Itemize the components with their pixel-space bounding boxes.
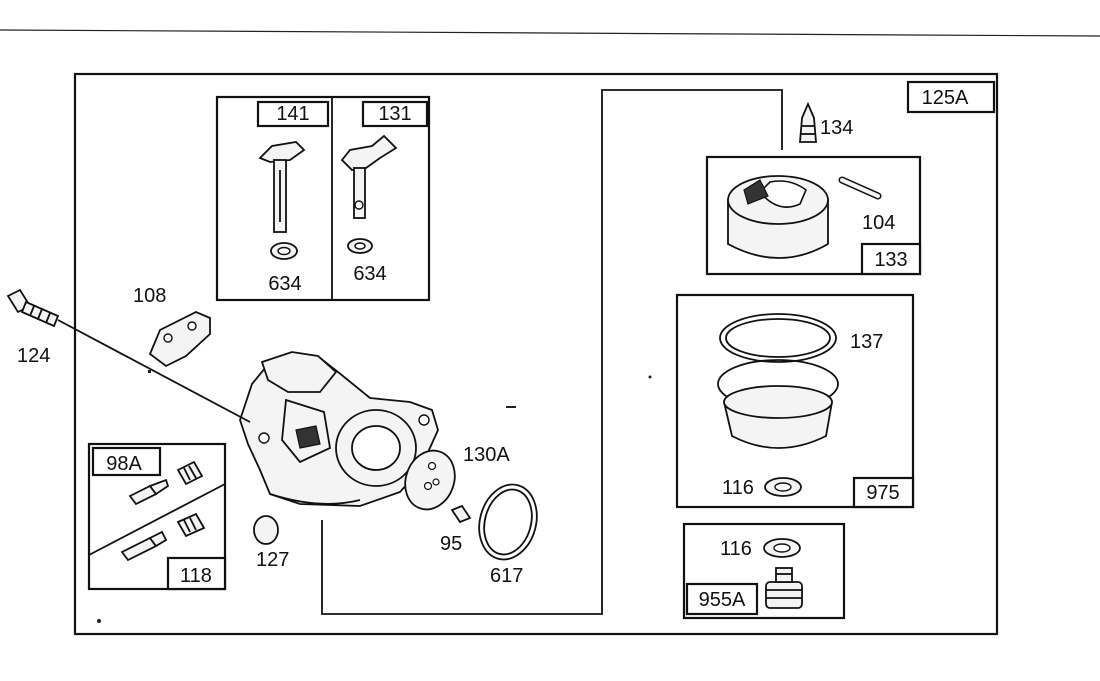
screw-118-drawing [120,512,206,562]
screw-124-drawing [6,288,251,423]
screw-95-drawing [450,504,472,524]
part-label-95: 95 [440,533,462,555]
scan-specks [97,370,652,623]
kit-125a-box [906,80,996,114]
part-label-127: 127 [256,549,289,571]
kit-label-133: 133 [874,249,907,271]
part-label-137: 137 [850,331,883,353]
fuel-valve-kit-box [215,95,431,302]
screw-kit-box [87,442,227,591]
washer-116-lower-drawing [763,538,801,558]
needle-134-drawing [799,101,817,143]
part-label-116-lower: 116 [720,538,752,560]
kit-label-125a: 125A [922,87,969,109]
screw-98a-drawing [128,460,204,506]
scan-edge-line [0,29,1100,37]
part-label-134: 134 [820,117,853,139]
kit-label-955a: 955A [699,589,746,611]
part-label-124: 124 [17,345,50,367]
carburetor-body-drawing [239,351,439,507]
nut-kit-box [682,522,846,620]
part-label-617: 617 [490,565,523,587]
washer-116-upper-drawing [764,477,802,497]
valve-131-drawing [340,134,398,254]
float-drawing [727,175,829,259]
oring-617-drawing [478,483,538,561]
pin-104-drawing [838,176,882,200]
bowl-seal-137-drawing [717,313,839,449]
part-label-130a: 130A [463,444,510,466]
kit-label-141: 141 [276,103,309,125]
valve-141-drawing [258,141,306,260]
kit-125a-bracket [321,89,783,615]
plate-108-drawing [148,311,211,368]
part-label-116-upper: 116 [722,477,754,499]
part-label-634-left: 634 [268,273,301,295]
kit-label-131: 131 [378,103,411,125]
plug-127-drawing [253,515,279,545]
part-label-634-right: 634 [353,263,386,285]
kit-label-975: 975 [866,482,899,504]
part-label-108: 108 [133,285,166,307]
kit-label-98a: 98A [106,453,142,475]
bowl-nut-drawing [765,567,803,609]
kit-label-118: 118 [180,565,212,587]
part-label-104: 104 [862,212,895,234]
gasket-130a-drawing [404,449,456,511]
